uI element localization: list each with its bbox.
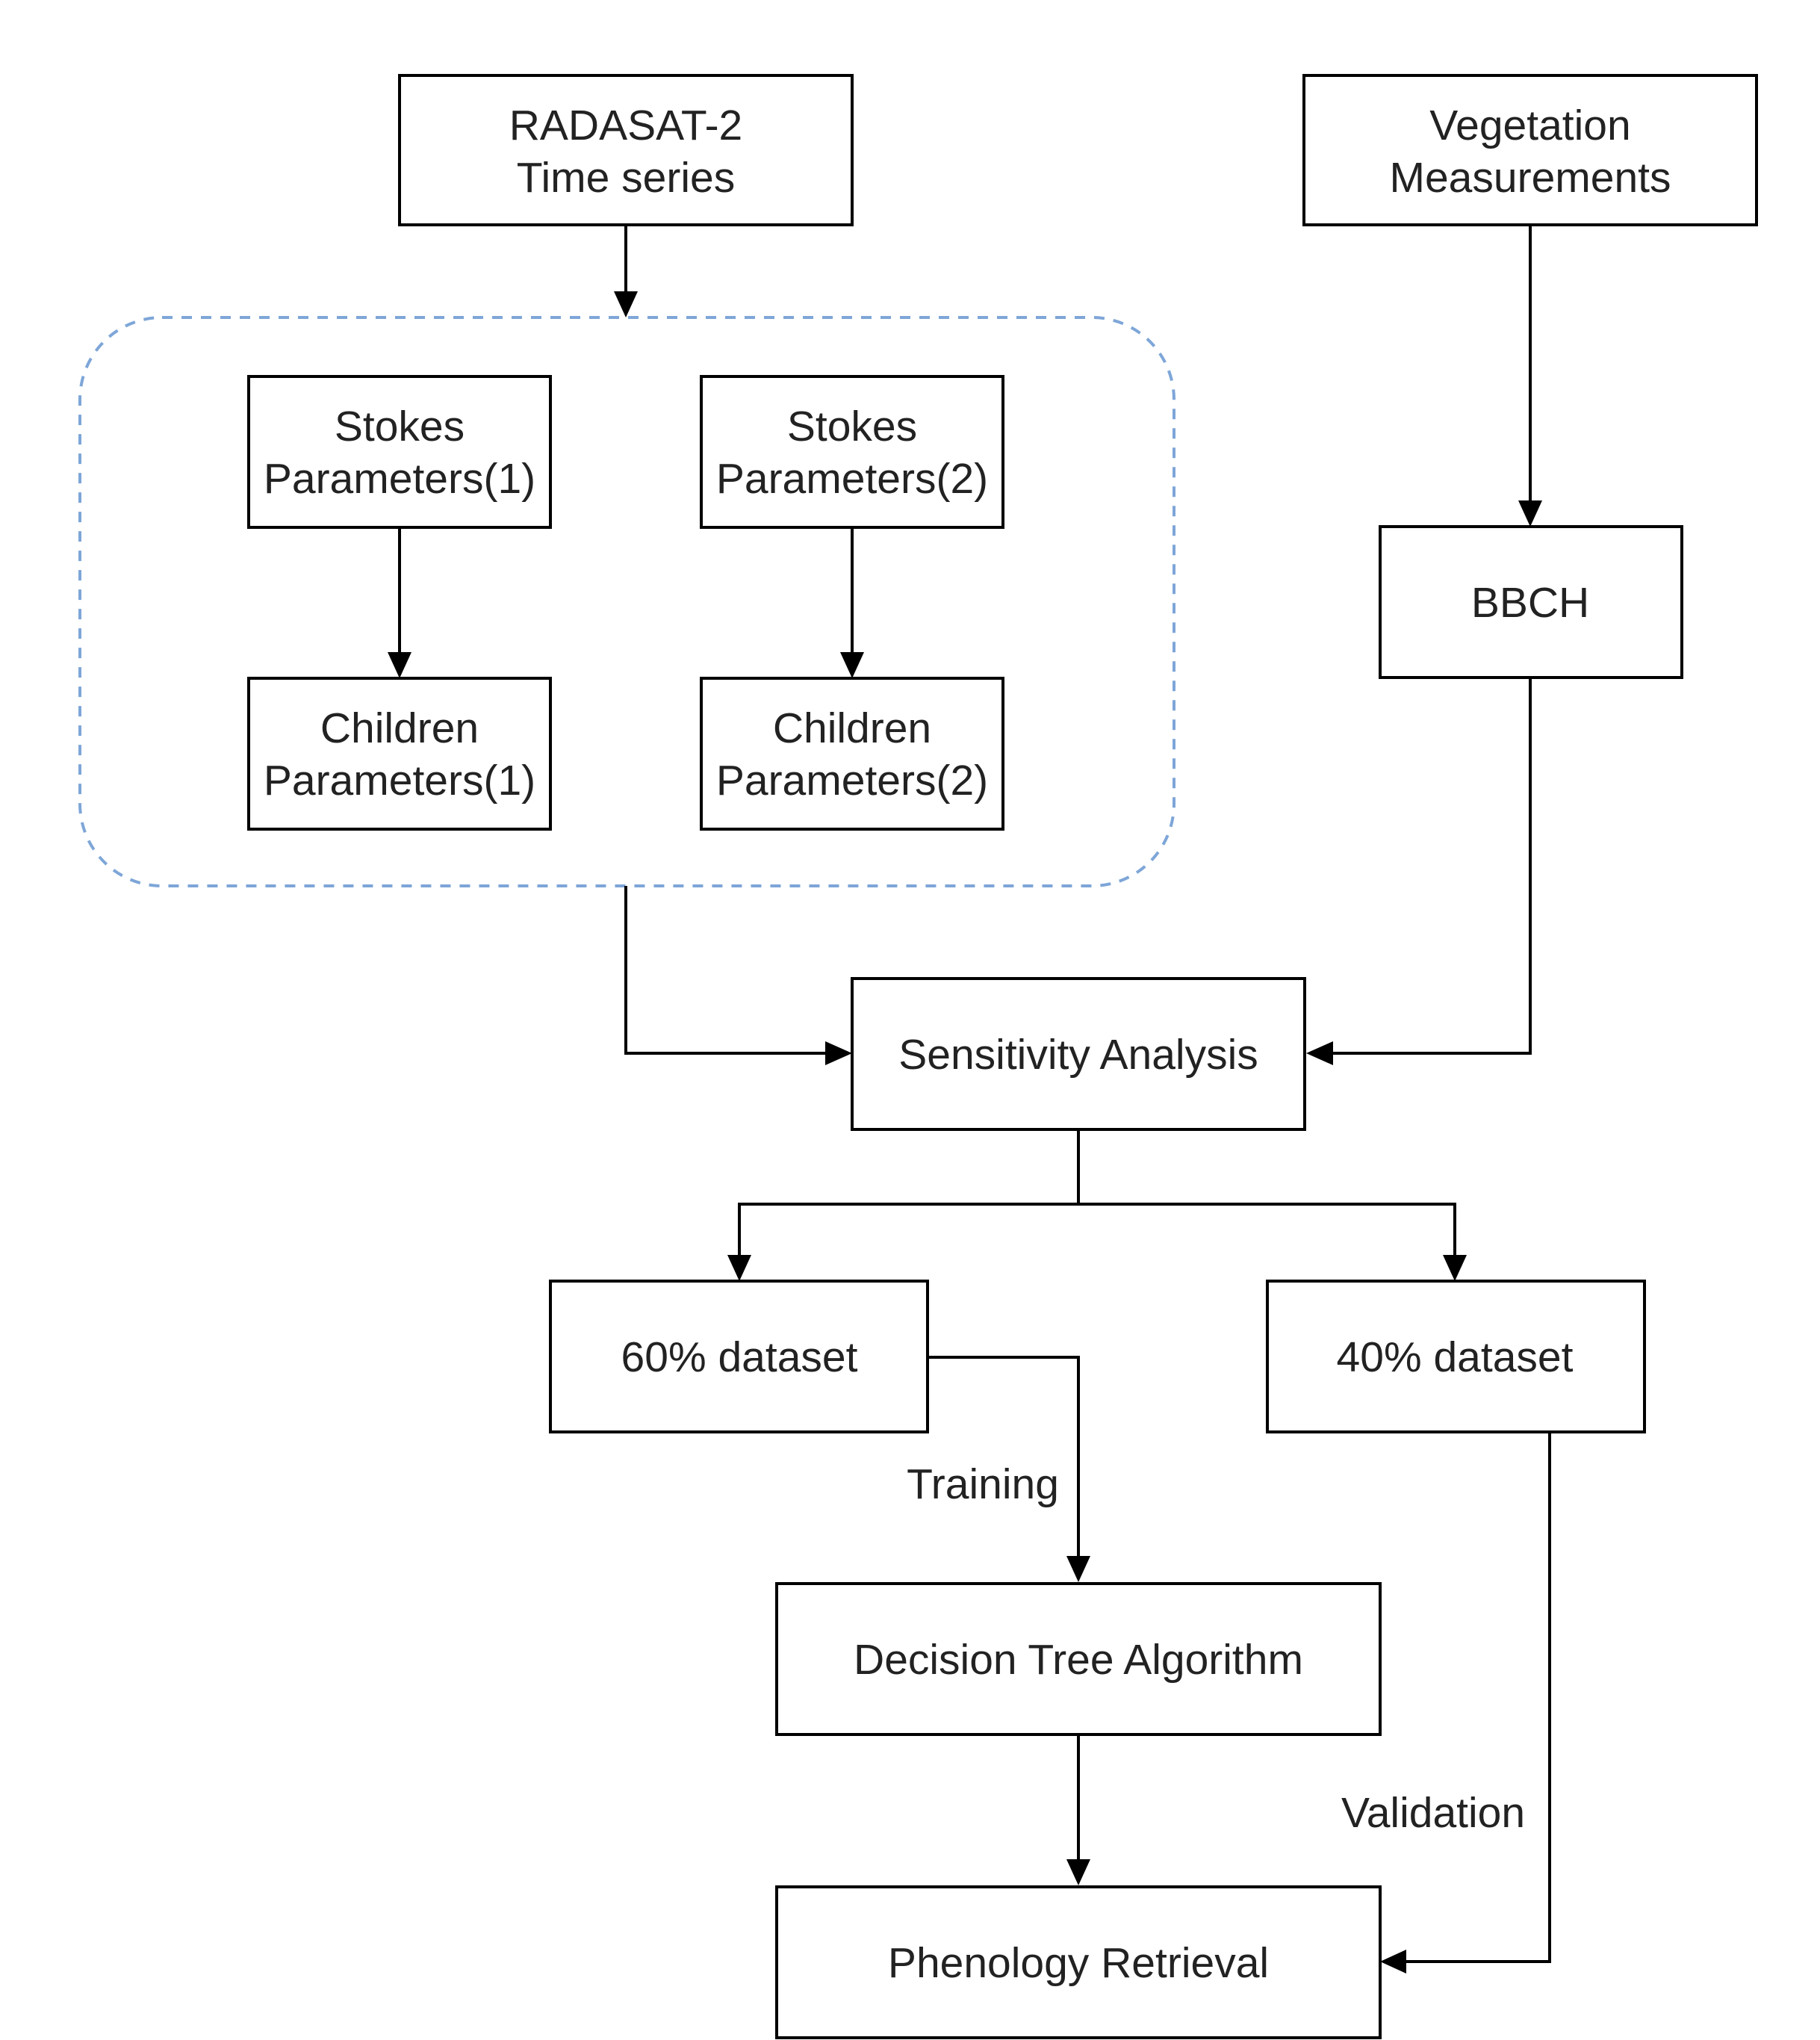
arrowhead-down: [1443, 1255, 1467, 1281]
node-radarsat: RADASAT-2 Time series: [398, 74, 854, 226]
node-children-1-line2: Parameters(1): [264, 757, 535, 804]
node-sensitivity-analysis: Sensitivity Analysis: [851, 977, 1306, 1131]
edge-group-to-sensitivity: [624, 886, 827, 1055]
arrowhead-down: [1066, 1556, 1090, 1582]
edge-label-training: Training: [907, 1460, 1059, 1508]
node-dataset-40: 40% dataset: [1266, 1280, 1646, 1433]
connectors: [398, 225, 1551, 1963]
node-decision-tree-label: Decision Tree Algorithm: [854, 1636, 1303, 1684]
node-stokes-1: Stokes Parameters(1): [247, 375, 552, 529]
parameter-group-container: [78, 316, 1175, 887]
node-sensitivity-analysis-label: Sensitivity Analysis: [898, 1031, 1258, 1079]
node-vegetation-line2: Measurements: [1390, 154, 1671, 202]
node-dataset-60-label: 60% dataset: [621, 1333, 858, 1381]
arrowhead-down: [840, 652, 864, 678]
node-decision-tree: Decision Tree Algorithm: [775, 1582, 1382, 1736]
arrowhead-down: [727, 1255, 751, 1281]
arrowhead-down: [1066, 1859, 1090, 1885]
arrowhead-left: [1380, 1950, 1406, 1974]
arrowhead-down: [388, 652, 411, 678]
node-stokes-2: Stokes Parameters(2): [700, 375, 1004, 529]
edge-40-to-phenology: [1404, 1433, 1551, 1963]
node-radarsat-line2: Time series: [517, 154, 735, 202]
node-phenology-retrieval: Phenology Retrieval: [775, 1885, 1382, 2039]
edge-sensitivity-to-40: [1078, 1203, 1456, 1256]
node-bbch-label: BBCH: [1471, 579, 1589, 627]
arrowhead-down: [1518, 500, 1542, 527]
node-children-1: Children Parameters(1): [247, 677, 552, 831]
node-radarsat-line1: RADASAT-2: [509, 102, 743, 149]
node-stokes-1-line1: Stokes: [335, 403, 465, 450]
node-stokes-2-line1: Stokes: [787, 403, 917, 450]
edge-bbch-to-sensitivity: [1331, 678, 1532, 1055]
arrowheads: [388, 291, 1542, 1974]
edge-60-to-decision-tree: [928, 1356, 1080, 1558]
node-children-2-line1: Children: [773, 704, 931, 752]
node-stokes-1-line2: Parameters(1): [264, 455, 535, 503]
node-vegetation: Vegetation Measurements: [1302, 74, 1758, 226]
node-vegetation-line1: Vegetation: [1429, 102, 1630, 149]
node-dataset-60: 60% dataset: [549, 1280, 929, 1433]
node-dataset-40-label: 40% dataset: [1337, 1333, 1574, 1381]
arrowhead-right: [825, 1041, 852, 1065]
node-phenology-retrieval-label: Phenology Retrieval: [888, 1939, 1269, 1987]
arrowhead-left: [1306, 1041, 1333, 1065]
arrowhead-down: [614, 291, 638, 317]
edge-label-validation: Validation: [1341, 1789, 1525, 1837]
node-children-1-line1: Children: [320, 704, 479, 752]
node-children-2-line2: Parameters(2): [716, 757, 988, 804]
node-stokes-2-line2: Parameters(2): [716, 455, 988, 503]
node-bbch: BBCH: [1379, 525, 1683, 679]
node-children-2: Children Parameters(2): [700, 677, 1004, 831]
edge-sensitivity-to-60: [738, 1203, 1078, 1256]
